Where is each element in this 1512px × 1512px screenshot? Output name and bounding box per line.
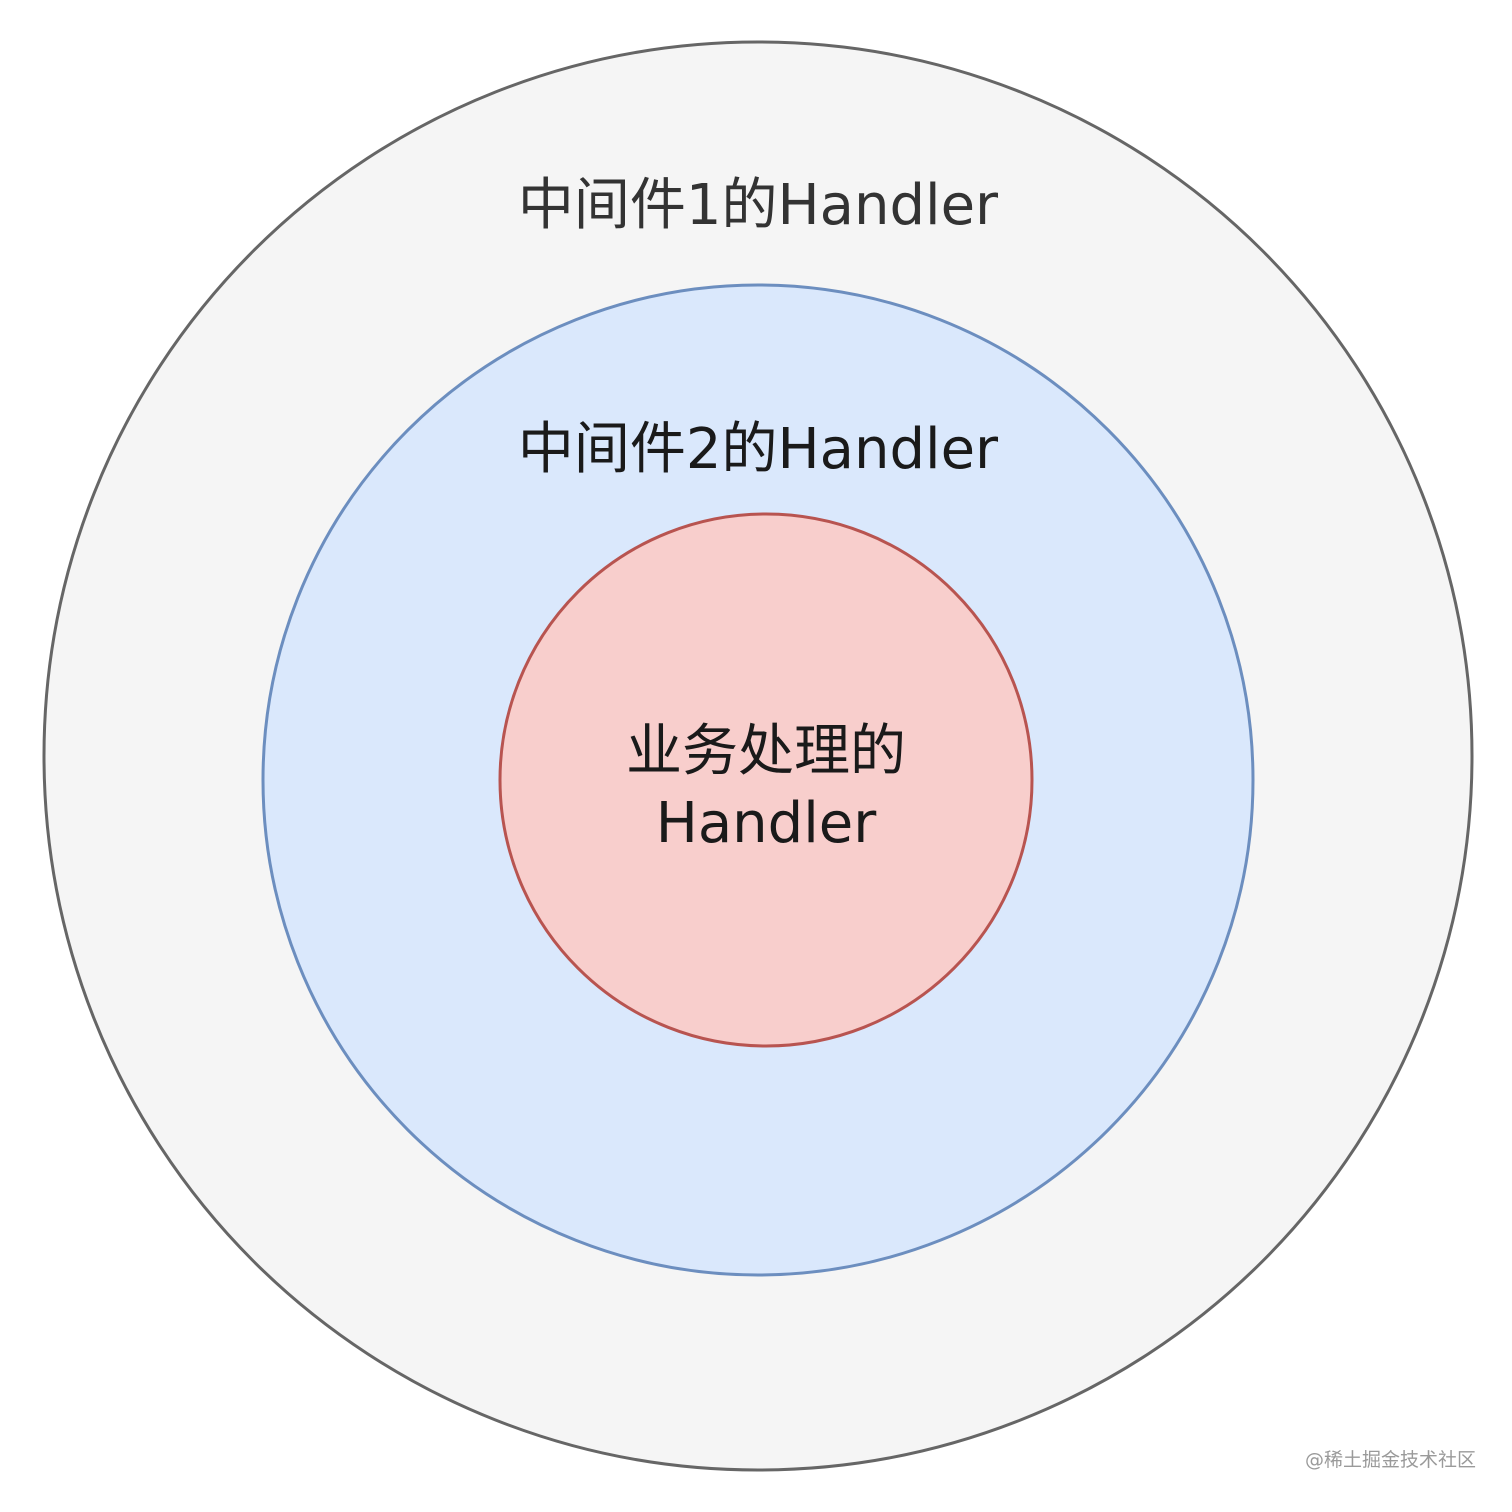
inner-circle-label-line1: 业务处理的 xyxy=(626,719,906,784)
watermark: @稀土掘金技术社区 xyxy=(1304,1449,1476,1471)
inner-circle-label-line2: Handler xyxy=(656,791,877,856)
inner-circle-business-handler xyxy=(498,512,1034,1048)
outer-circle-label: 中间件1的Handler xyxy=(518,173,999,238)
middle-circle-label: 中间件2的Handler xyxy=(518,417,999,482)
